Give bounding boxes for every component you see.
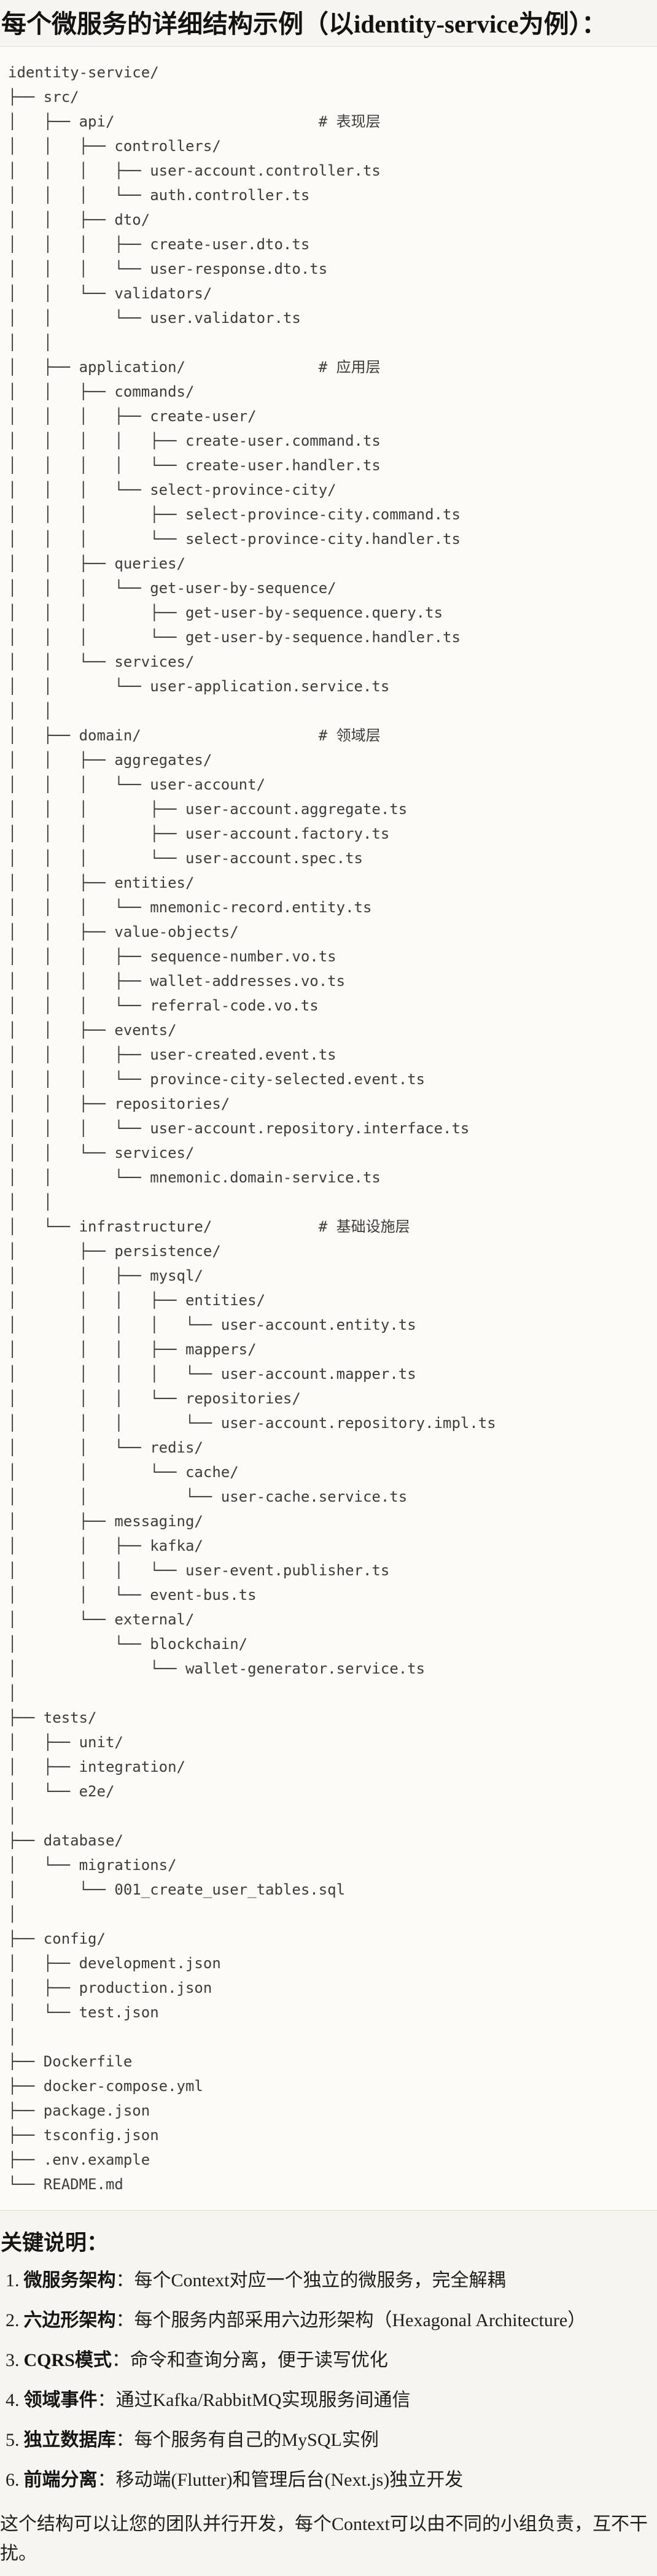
list-item-term: 领域事件 (23, 2389, 98, 2410)
list-item-term: 独立数据库 (23, 2429, 116, 2450)
list-item: 1.微服务架构：每个Context对应一个独立的微服务，完全解耦 (0, 2266, 657, 2295)
list-item-number: 3. (6, 2349, 20, 2370)
list-item-term: 微服务架构 (23, 2270, 116, 2291)
list-item-term: 六边形架构 (23, 2310, 116, 2330)
page-title: 每个微服务的详细结构示例（以identity-service为例）： (1, 10, 607, 38)
list-item-number: 2. (6, 2310, 20, 2330)
list-item-desc: ：通过Kafka/RabbitMQ实现服务间通信 (97, 2389, 411, 2410)
key-notes-heading: 关键说明： (1, 2231, 109, 2256)
list-item-desc: ：每个Context对应一个独立的微服务，完全解耦 (115, 2270, 506, 2291)
list-item-number: 4. (6, 2389, 20, 2410)
list-item-number: 6. (6, 2469, 20, 2490)
list-item: 4.领域事件：通过Kafka/RabbitMQ实现服务间通信 (0, 2386, 657, 2415)
list-item: 6.前端分离：移动端(Flutter)和管理后台(Next.js)独立开发 (0, 2465, 657, 2495)
list-item-desc: ：移动端(Flutter)和管理后台(Next.js)独立开发 (97, 2469, 464, 2490)
key-notes-list: 1.微服务架构：每个Context对应一个独立的微服务，完全解耦 2.六边形架构… (0, 2266, 657, 2495)
directory-tree: identity-service/ ├── src/ │ ├── api/ # … (8, 64, 496, 2194)
list-item-desc: ：每个服务内部采用六边形架构（Hexagonal Architecture） (115, 2310, 586, 2330)
list-item-term: 前端分离 (23, 2469, 98, 2490)
list-item-desc: ：命令和查询分离，便于读写优化 (111, 2349, 388, 2370)
list-item-number: 5. (6, 2429, 20, 2450)
directory-tree-code-block: identity-service/ ├── src/ │ ├── api/ # … (0, 46, 657, 2211)
list-item-term: CQRS模式 (23, 2349, 112, 2370)
list-item-desc: ：每个服务有自己的MySQL实例 (115, 2429, 379, 2450)
closing-paragraph: 这个结构可以让您的团队并行开发，每个Context可以由不同的小组负责，互不干扰… (0, 2513, 648, 2564)
list-item: 2.六边形架构：每个服务内部采用六边形架构（Hexagonal Architec… (0, 2306, 657, 2335)
list-item: 5.独立数据库：每个服务有自己的MySQL实例 (0, 2426, 657, 2455)
list-item-number: 1. (6, 2270, 20, 2291)
list-item: 3.CQRS模式：命令和查询分离，便于读写优化 (0, 2346, 657, 2375)
